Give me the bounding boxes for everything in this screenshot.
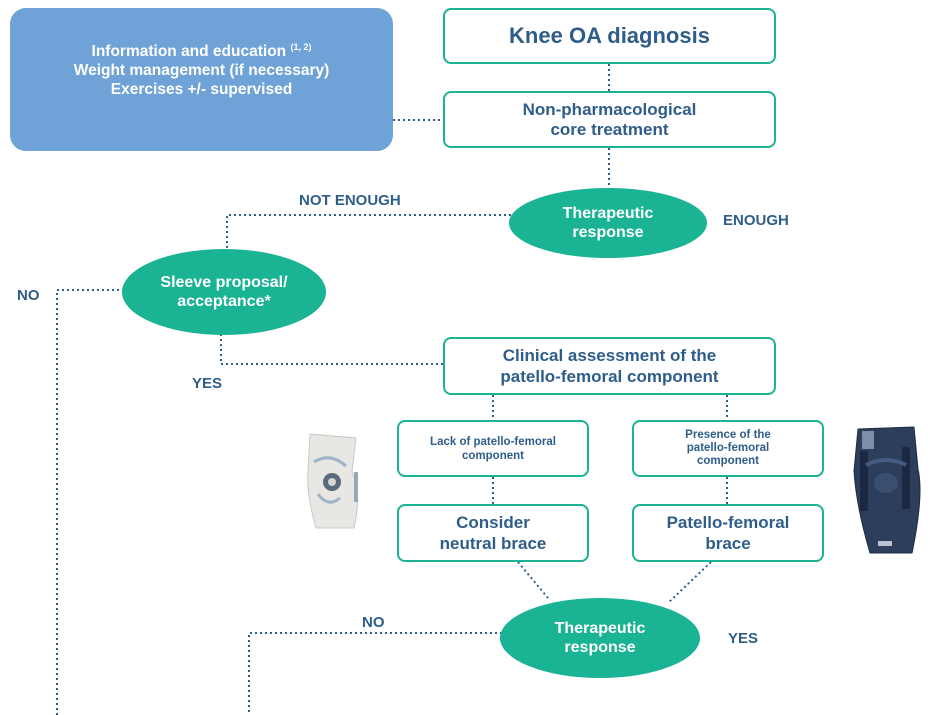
line-not-enough [226,214,511,249]
lack-line-2: component [462,449,524,462]
info-line-1: Information and education (1, 2) [92,38,312,61]
lack-patello-femoral-box: Lack of patello-femoral component [397,420,589,477]
info-line-2: Weight management (if necessary) [73,62,330,79]
pf-brace-line-2: brace [705,534,751,553]
response1-line-1: Therapeutic [562,205,654,222]
knee-oa-diagnosis-box: Knee OA diagnosis [443,8,776,64]
core-treatment-line-2: core treatment [550,119,669,139]
presence-line-1: Presence of the [685,429,771,441]
diagnosis-label: Knee OA diagnosis [509,23,710,48]
neutral-line-2: neutral brace [439,534,547,553]
label-yes-bottom: YES [728,630,759,647]
response2-line-2: response [564,639,636,656]
label-enough: ENOUGH [723,212,789,229]
clinical-line-2: patello-femoral component [500,367,719,386]
line-pf-to-response [667,561,712,604]
line-no-bottom [248,632,502,715]
label-yes-sleeve: YES [192,375,223,392]
therapeutic-response-oval-2: Therapeutic response [500,598,700,678]
pf-brace-line-1: Patello-femoral [666,513,790,532]
lack-line-1: Lack of patello-femoral [430,435,556,448]
response2-line-1: Therapeutic [554,620,646,637]
patello-femoral-brace-image [853,426,921,554]
sleeve-line-2: acceptance* [177,293,271,310]
clinical-assessment-box: Clinical assessment of the patello-femor… [443,337,776,395]
line-yes-sleeve [220,334,443,365]
neutral-brace-box: Consider neutral brace [397,504,589,562]
info-line-1-text: Information and education [91,43,287,60]
sleeve-line-1: Sleeve proposal/ [160,274,288,291]
therapeutic-response-oval-1: Therapeutic response [509,188,707,258]
clinical-line-1: Clinical assessment of the [502,346,717,365]
response1-line-2: response [572,224,644,241]
sleeve-proposal-oval: Sleeve proposal/ acceptance* [122,249,326,335]
label-no-bottom: NO [362,614,385,631]
core-treatment-line-1: Non-pharmacological [522,99,697,119]
line-neutral-to-response [517,561,549,599]
presence-patello-femoral-box: Presence of the patello-femoral componen… [632,420,824,477]
presence-line-3: component [697,455,759,467]
education-info-box: Information and education (1, 2) Weight … [10,8,393,151]
label-not-enough: NOT ENOUGH [299,192,401,209]
core-treatment-box: Non-pharmacological core treatment [443,91,776,148]
presence-line-2: patello-femoral [686,442,770,454]
line-no-left [56,289,124,715]
neutral-line-1: Consider [456,513,530,532]
patello-femoral-brace-box: Patello-femoral brace [632,504,824,562]
info-line-3: Exercises +/- supervised [110,81,293,98]
label-no-left: NO [17,287,40,304]
info-reference: (1, 2) [290,42,312,52]
neutral-knee-sleeve-image [307,433,358,529]
